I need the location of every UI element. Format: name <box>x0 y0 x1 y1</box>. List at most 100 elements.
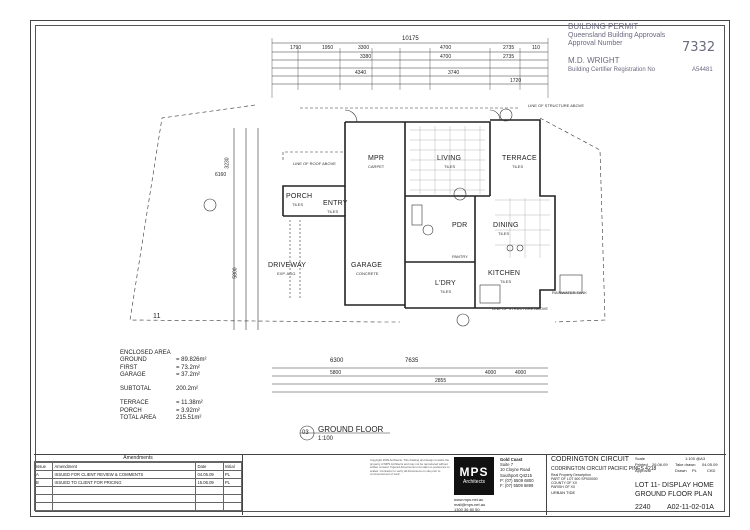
drawing-title-line1: LOT 11- DISPLAY HOME <box>635 482 714 489</box>
area-value: = 11.38m² <box>176 400 203 407</box>
floor-label-number: 03 <box>302 430 309 436</box>
drawing-number: A02-11-02-01A <box>667 504 714 511</box>
office-address: Gold Coast Suite 7 10 Cloyne Road Southp… <box>500 457 534 488</box>
address-line: Southport Q4215 <box>500 472 532 478</box>
room-pdr: PDR <box>452 222 468 229</box>
area-heading: ENCLOSED AREA <box>120 350 171 356</box>
scale-label: Scale <box>635 456 646 461</box>
area-label: TOTAL AREA <box>120 415 157 422</box>
job-number: 2240 <box>635 504 651 511</box>
floor-label-title: GROUND FLOOR <box>318 425 384 434</box>
table-row <box>33 486 243 495</box>
drawn-label: Drawn <box>675 468 687 473</box>
area-label: TERRACE <box>120 400 149 407</box>
printed-value: 26.06.09 <box>652 462 668 467</box>
stamp-approval-label: Approval Number <box>568 40 623 47</box>
room-terrace-finish: TILES <box>512 164 524 169</box>
dim-top-1f: 110 <box>532 45 540 51</box>
table-row <box>33 502 243 511</box>
room-mpr: MPR <box>368 155 385 162</box>
dim-bottom-2c: 4000 <box>515 370 527 376</box>
dim-left-b: 6160 <box>215 172 227 178</box>
room-pantry: PANTRY <box>452 254 468 259</box>
take-value: 04.05.09 <box>702 462 718 467</box>
take-label: Take drawn <box>675 462 696 467</box>
logo-web: www.mps.net.au <box>454 497 484 502</box>
room-kitchen: KITCHEN <box>488 270 521 277</box>
area-value: = 89.826m² <box>176 357 207 364</box>
printed-label: Printed <box>635 462 648 467</box>
project-name: CODRINGTON CIRCUIT <box>551 456 630 463</box>
dim-top-1d: 4700 <box>440 45 452 51</box>
area-label: GARAGE <box>120 371 146 378</box>
cell: A <box>33 470 54 479</box>
dim-overall: 10175 <box>402 36 419 42</box>
area-label: GROUND <box>120 357 147 364</box>
drawn-value: PL <box>692 468 697 473</box>
dim-bottom-left: 6300 <box>330 358 344 364</box>
dim-left-c: 5800 <box>232 267 239 279</box>
sheet-border <box>35 25 725 512</box>
room-garage: GARAGE <box>351 262 383 269</box>
room-porch-finish: TILES <box>292 202 304 207</box>
amendments-table: Amendments Issue Amendment Date Initial … <box>33 455 243 515</box>
dim-top-2a: 3380 <box>360 54 372 60</box>
stamp-approval-number: 7332 <box>682 40 716 55</box>
dim-top-1b: 1950 <box>322 45 334 51</box>
address-line: P: (07) 5509 6800 <box>500 477 534 483</box>
room-ldry-finish: TILES <box>440 289 452 294</box>
note-structure-bottom: LINE OF STRUCTURE ABOVE <box>492 306 549 311</box>
room-terrace: TERRACE <box>502 155 537 162</box>
room-living-finish: TILES <box>444 164 456 169</box>
dim-top-1a: 1790 <box>290 45 302 51</box>
note-rainwater-tank: RAINWATER TANK <box>552 290 587 295</box>
dim-top-1e: 2735 <box>503 45 515 51</box>
room-driveway: DRIVEWAY <box>268 262 307 269</box>
approval-label: Approval <box>635 468 651 473</box>
col-initial: Initial <box>222 462 243 471</box>
stamp-authority: Queensland Building Approvals <box>568 32 666 39</box>
drawing-sheet <box>30 20 730 517</box>
room-living: LIVING <box>437 155 462 162</box>
room-kitchen-finish: TILES <box>500 279 512 284</box>
cell: 04.05.09 <box>195 470 224 479</box>
area-value: = 3.92m² <box>176 407 200 414</box>
table-row: B ISSUED TO CLIENT FOR PRICING 15.06.09 … <box>33 478 243 487</box>
room-driveway-finish: EXP. AGG. <box>277 271 297 276</box>
checked-label: CKD <box>707 468 716 473</box>
area-value: = 37.2m² <box>176 371 200 378</box>
rp-line: Real Property Description <box>551 473 591 477</box>
rp-line: PARISH OF XX <box>551 485 576 489</box>
dim-top-1c: 3300 <box>358 45 370 51</box>
logo-contact: www.mps.net.au mail@mps.net.au 1300 36 8… <box>454 497 485 512</box>
cell: PL <box>222 470 243 479</box>
dim-bottom-2a: 5800 <box>330 370 342 376</box>
stamp-certifier: M.D. WRIGHT <box>568 56 620 65</box>
title-block: Amendments Issue Amendment Date Initial … <box>33 454 726 515</box>
logo-mark: MPS <box>459 465 489 479</box>
project-location: CODRINGTON CIRCUIT PACIFIC PINES 4218 <box>551 466 657 472</box>
room-dining-finish: TILES <box>498 231 510 236</box>
logo-phone: 1300 36 80 50 <box>454 507 480 512</box>
table-row: A ISSUED FOR CLIENT REVIEW & COMMENTS 04… <box>33 470 243 479</box>
stamp-reg-number: A54481 <box>692 67 713 73</box>
zone: URBAN TIDE <box>551 490 576 495</box>
amendments-title: Amendments <box>34 455 242 462</box>
room-garage-finish: CONCRETE <box>356 271 379 276</box>
drawing-title-line2: GROUND FLOOR PLAN <box>635 491 713 498</box>
address-city: Gold Coast <box>500 457 523 462</box>
area-value: 200.2m² <box>176 386 199 393</box>
dim-bottom-overall: 7635 <box>405 358 419 364</box>
rp-line: COUNTY OF XX <box>551 481 578 485</box>
mps-logo: MPS Architects <box>454 457 494 495</box>
room-porch: PORCH <box>286 193 313 200</box>
stamp-title: BUILDING PERMIT <box>568 22 639 31</box>
address-line: 10 Cloyne Road <box>500 467 531 473</box>
stamp-reg-label: Building Certifier Registration No <box>568 67 656 73</box>
dim-top-2c: 2735 <box>503 54 515 60</box>
area-label: PORCH <box>120 407 142 414</box>
area-schedule: ENCLOSED AREA GROUND= 89.826m² FIRST= 73… <box>120 350 207 422</box>
dim-top-4a: 4340 <box>355 70 367 76</box>
floor-label-scale: 1:100 <box>318 436 334 442</box>
cell: 15.06.09 <box>195 478 224 487</box>
